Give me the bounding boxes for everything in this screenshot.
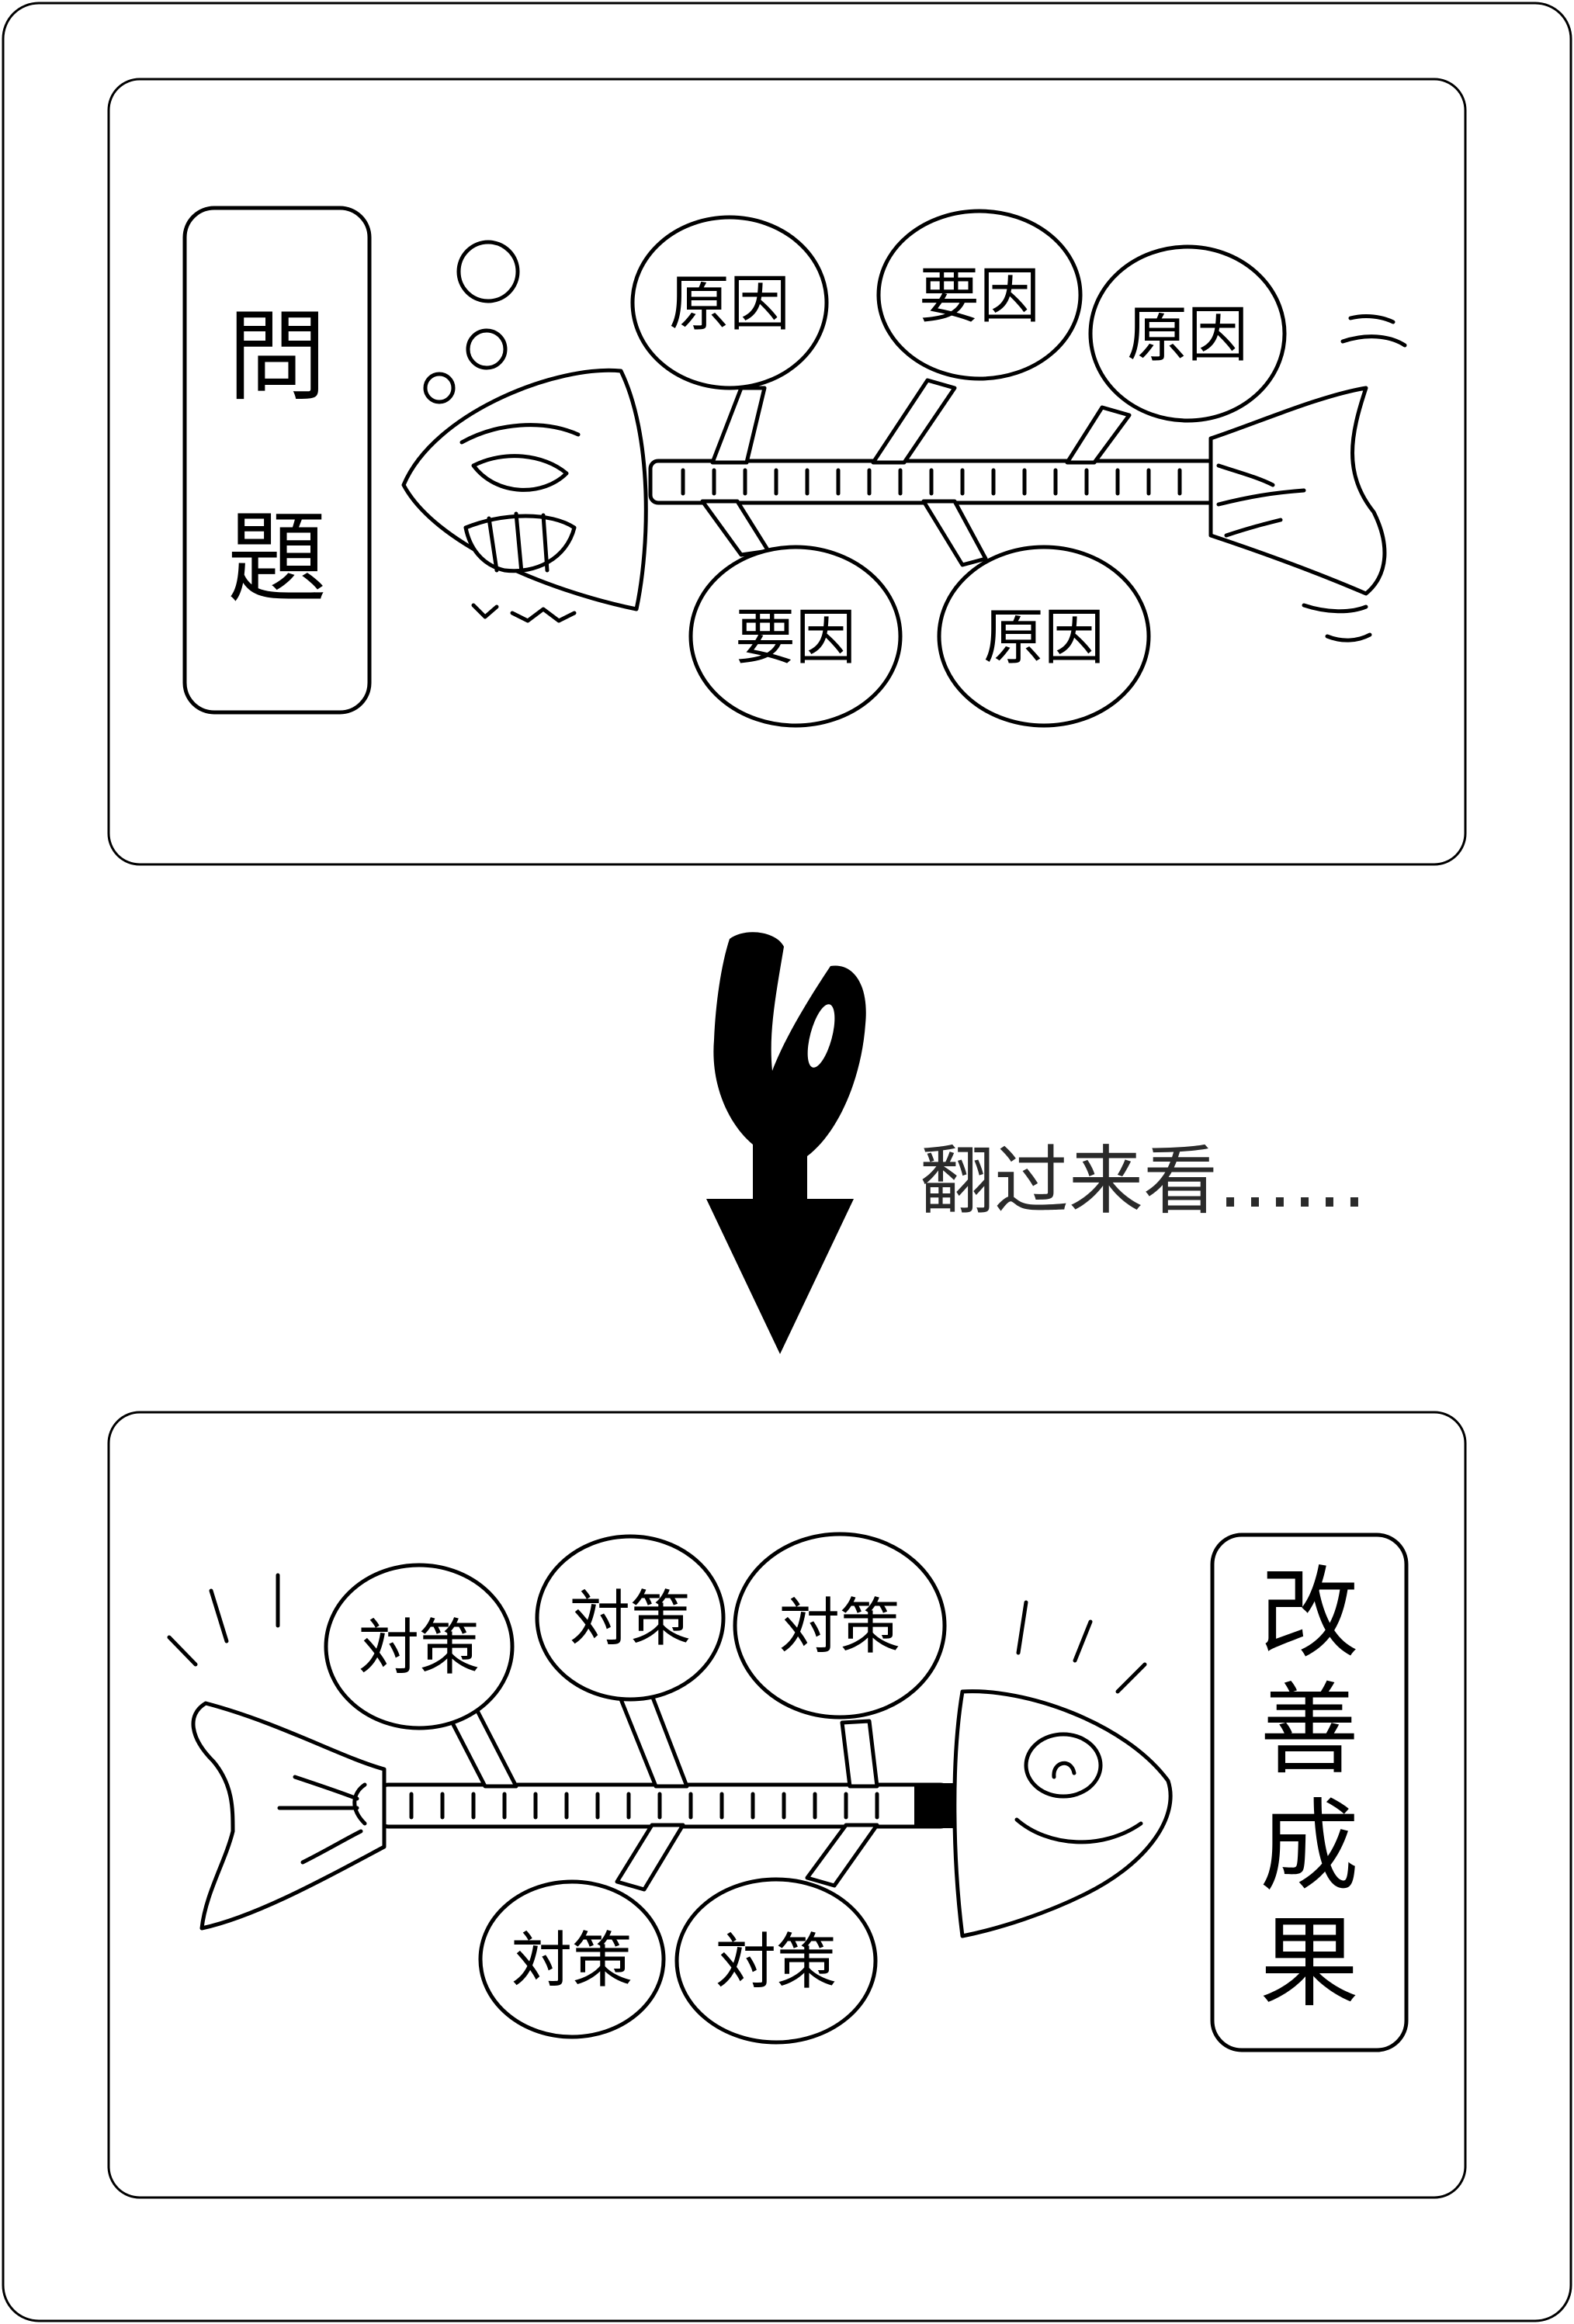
problem-label-char-1: 問 [227, 300, 327, 415]
flip-caption: 翻过来看…… [920, 1138, 1367, 1224]
problem-panel: 問 題 [107, 78, 1467, 866]
problem-label-box: 問 題 [182, 206, 372, 715]
angry-fish-head-icon [401, 368, 648, 623]
countermeasure-bubble-label: 対策 [570, 1585, 691, 1654]
cause-bubble: 要因 [876, 209, 1083, 381]
curled-down-arrow-icon [706, 932, 866, 1354]
problem-label-char-2: 題 [227, 501, 327, 617]
problem-fish-tail-icon [1208, 314, 1407, 642]
sparkle-lines-icon [167, 1573, 1147, 1694]
result-label-char-2: 善 [1260, 1673, 1359, 1789]
cause-bubble: 原因 [630, 215, 829, 390]
result-label-char-1: 改 [1260, 1557, 1359, 1672]
air-bubbles-icon [423, 240, 520, 404]
problem-upper-bubbles: 原因 要因 原因 [630, 209, 1287, 423]
countermeasure-bubble: 対策 [324, 1563, 515, 1730]
countermeasure-bubble-label: 対策 [511, 1926, 633, 1996]
cause-bubble-label: 原因 [983, 603, 1104, 673]
cause-bubble-label: 原因 [1127, 300, 1248, 370]
problem-lower-bubbles: 要因 原因 [688, 545, 1151, 728]
countermeasure-bubble: 対策 [674, 1877, 878, 2045]
cause-bubble-label: 要因 [735, 603, 856, 673]
result-label-char-3: 成 [1260, 1789, 1359, 1905]
result-fish-spine [378, 1782, 953, 1829]
countermeasure-bubble-label: 対策 [716, 1927, 837, 1997]
countermeasure-bubble: 対策 [733, 1532, 947, 1720]
countermeasure-bubble: 対策 [478, 1879, 666, 2039]
result-lower-bubbles: 対策 対策 [478, 1877, 878, 2045]
countermeasure-bubble-label: 対策 [779, 1592, 900, 1662]
countermeasure-bubble-label: 対策 [359, 1613, 480, 1683]
result-fish-ribs [444, 1693, 879, 1892]
cause-bubble-label: 原因 [669, 269, 790, 339]
happy-fish-head-icon [952, 1689, 1173, 1938]
transition: 翻过来看…… [706, 932, 1367, 1354]
result-label-char-4: 果 [1260, 1906, 1359, 2021]
result-label-box: 改 善 成 果 [1210, 1533, 1409, 2052]
cause-bubble: 原因 [937, 545, 1151, 728]
result-upper-bubbles: 対策 対策 対策 [324, 1532, 947, 1730]
cause-bubble: 原因 [1088, 244, 1287, 423]
problem-fish-ribs [700, 378, 1132, 567]
cause-bubble: 要因 [688, 545, 903, 728]
problem-fish-spine [648, 459, 1221, 505]
result-fish-tail-icon [191, 1701, 387, 1931]
cause-bubble-label: 要因 [919, 261, 1040, 331]
countermeasure-bubble: 対策 [535, 1534, 726, 1702]
result-panel: 改 善 成 果 [107, 1411, 1467, 2199]
